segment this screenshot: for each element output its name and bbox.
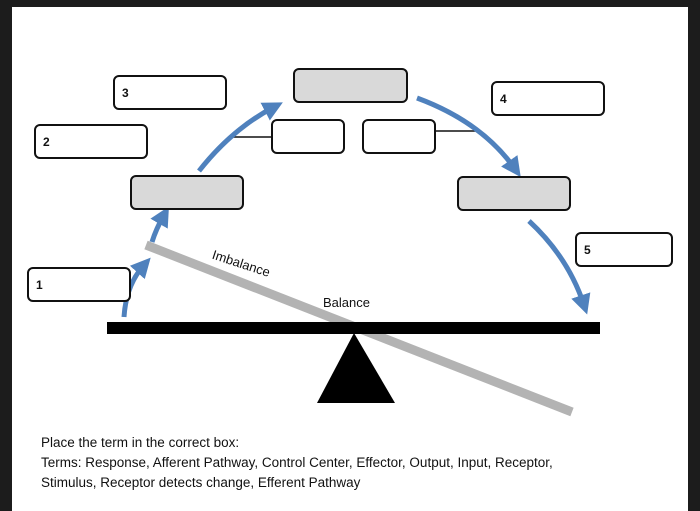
box-number: 1 [36,277,43,292]
answer-box-5[interactable]: 5 [575,232,673,267]
answer-box-1[interactable]: 1 [27,267,131,302]
answer-box-3[interactable]: 3 [113,75,227,110]
answer-box-2[interactable]: 2 [34,124,148,159]
arrow-3 [197,102,283,173]
box-number: 5 [584,242,591,257]
diagram-graphics [107,95,600,417]
instruction-terms-line-1: Terms: Response, Afferent Pathway, Contr… [41,455,553,470]
level-beam [107,322,600,334]
arrow-2 [149,206,169,243]
instruction-line-1: Place the term in the correct box: [41,435,240,450]
answer-box-white-right[interactable] [362,119,436,154]
fulcrum-triangle [317,333,395,403]
box-number: 2 [43,134,50,149]
answer-box-gray-left[interactable] [130,175,244,210]
instructions: Place the term in the correct box: Terms… [41,433,553,493]
diagram-canvas: 1 2 3 4 5 Imbalance Balance Place the te… [12,7,688,511]
arrow-5 [527,219,591,315]
answer-box-white-left[interactable] [271,119,345,154]
answer-box-gray-top[interactable] [293,68,408,103]
answer-box-gray-right[interactable] [457,176,571,211]
arrow-4 [416,95,521,178]
instruction-terms-line-2: Stimulus, Receptor detects change, Effer… [41,475,361,490]
box-number: 4 [500,91,507,106]
balance-label: Balance [323,295,370,310]
answer-box-4[interactable]: 4 [491,81,605,116]
box-number: 3 [122,85,129,100]
